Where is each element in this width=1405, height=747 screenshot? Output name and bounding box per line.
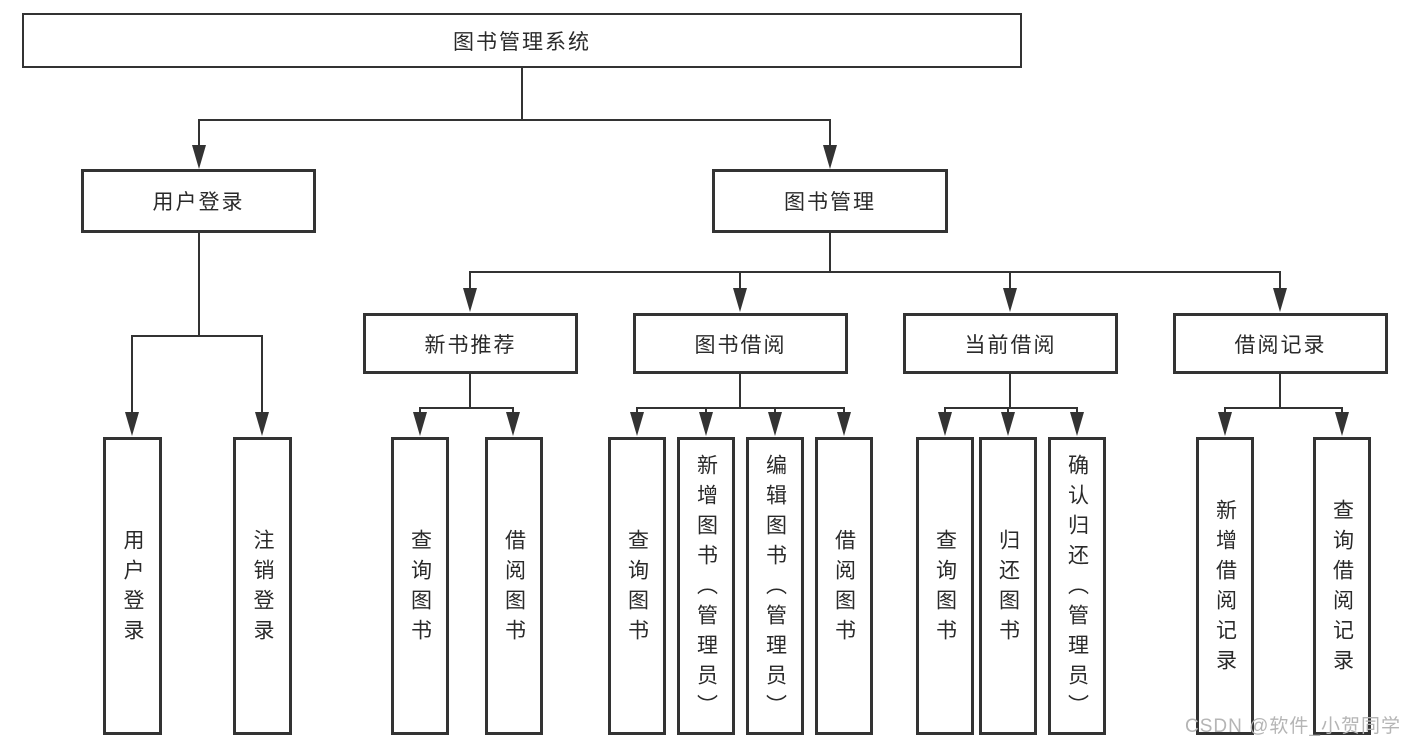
connector-book-mgmt-drop-2	[739, 271, 741, 289]
arrow-down-icon	[506, 412, 520, 436]
connector-user-login-bar	[131, 335, 263, 337]
leaf-query-books-recommend: 查询图书	[391, 437, 449, 735]
csdn-watermark: CSDN @软件_小贺同学	[1185, 716, 1401, 737]
connector-book-mgmt-drop-3	[1009, 271, 1011, 289]
connector-borrowing-drop-1	[636, 407, 638, 414]
connector-root-drop-left	[198, 119, 200, 148]
connector-book-mgmt-drop-4	[1279, 271, 1281, 289]
leaf-add-books-admin: 新增图书（管理员）	[677, 437, 735, 735]
leaf-borrow-books: 借阅图书	[815, 437, 873, 735]
connector-records-drop-1	[1224, 407, 1226, 414]
leaf-edit-books-admin: 编辑图书（管理员）	[746, 437, 804, 735]
node-current-borrowing: 当前借阅	[903, 313, 1118, 374]
leaf-query-books-current: 查询图书	[916, 437, 974, 735]
leaf-return-books: 归还图书	[979, 437, 1037, 735]
node-user-login: 用户登录	[81, 169, 316, 233]
arrow-down-icon	[837, 412, 851, 436]
connector-current-drop-2	[1007, 407, 1009, 414]
arrow-down-icon	[192, 145, 206, 169]
node-library-system: 图书管理系统	[22, 13, 1022, 68]
node-book-management: 图书管理	[712, 169, 948, 233]
connector-root-stem	[521, 68, 523, 119]
leaf-logout: 注销登录	[233, 437, 292, 735]
arrow-down-icon	[823, 145, 837, 169]
leaf-query-borrow-record: 查询借阅记录	[1313, 437, 1371, 735]
connector-borrowing-drop-4	[843, 407, 845, 414]
leaf-query-books-borrowing: 查询图书	[608, 437, 666, 735]
arrow-down-icon	[1003, 288, 1017, 312]
connector-new-book-drop-2	[512, 407, 514, 414]
connector-user-login-stem	[198, 233, 200, 335]
leaf-user-login: 用户登录	[103, 437, 162, 735]
connector-user-login-drop-1	[131, 335, 133, 415]
connector-book-mgmt-drop-1	[469, 271, 471, 289]
arrow-down-icon	[125, 412, 139, 436]
connector-root-bar	[198, 119, 831, 121]
arrow-down-icon	[1335, 412, 1349, 436]
arrow-down-icon	[1218, 412, 1232, 436]
connector-current-stem	[1009, 374, 1011, 407]
leaf-add-borrow-record: 新增借阅记录	[1196, 437, 1254, 735]
connector-root-drop-right	[829, 119, 831, 148]
arrow-down-icon	[630, 412, 644, 436]
connector-borrowing-bar	[636, 407, 845, 409]
arrow-down-icon	[1273, 288, 1287, 312]
leaf-borrow-books-recommend: 借阅图书	[485, 437, 543, 735]
connector-borrowing-drop-2	[705, 407, 707, 414]
connector-records-bar	[1224, 407, 1343, 409]
connector-user-login-drop-2	[261, 335, 263, 415]
arrow-down-icon	[1070, 412, 1084, 436]
connector-new-book-drop-1	[419, 407, 421, 414]
arrow-down-icon	[1001, 412, 1015, 436]
node-new-book-recommend: 新书推荐	[363, 313, 578, 374]
arrow-down-icon	[413, 412, 427, 436]
connector-current-bar	[944, 407, 1078, 409]
node-borrowing-records: 借阅记录	[1173, 313, 1388, 374]
leaf-confirm-return-admin: 确认归还（管理员）	[1048, 437, 1106, 735]
arrow-down-icon	[768, 412, 782, 436]
connector-new-book-bar	[419, 407, 514, 409]
connector-borrowing-drop-3	[774, 407, 776, 414]
arrow-down-icon	[733, 288, 747, 312]
connector-book-mgmt-stem	[829, 233, 831, 271]
arrow-down-icon	[463, 288, 477, 312]
node-book-borrowing: 图书借阅	[633, 313, 848, 374]
arrow-down-icon	[699, 412, 713, 436]
connector-current-drop-3	[1076, 407, 1078, 414]
connector-records-drop-2	[1341, 407, 1343, 414]
connector-new-book-stem	[469, 374, 471, 407]
connector-current-drop-1	[944, 407, 946, 414]
connector-borrowing-stem	[739, 374, 741, 407]
arrow-down-icon	[255, 412, 269, 436]
connector-book-mgmt-bar	[470, 271, 1281, 273]
arrow-down-icon	[938, 412, 952, 436]
connector-records-stem	[1279, 374, 1281, 407]
